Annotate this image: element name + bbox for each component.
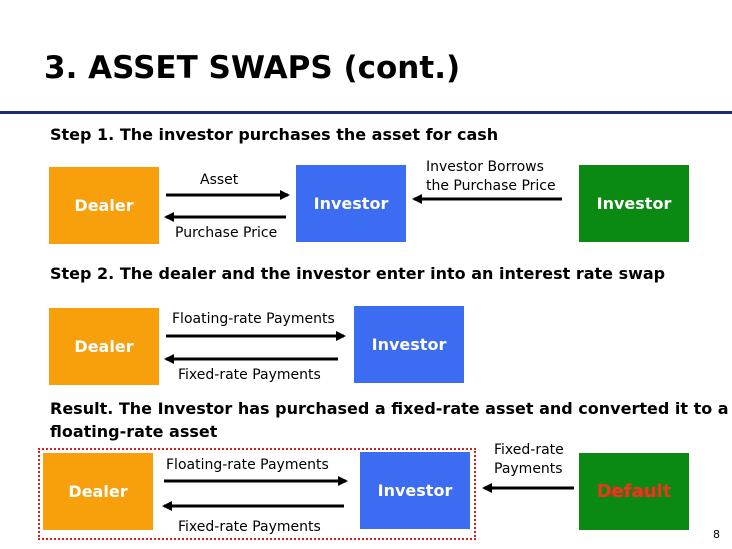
step2-floating-label: Floating-rate Payments xyxy=(172,311,335,327)
result-fixed-label: Fixed-rate Payments xyxy=(178,519,321,535)
step1-heading: Step 1. The investor purchases the asset… xyxy=(50,125,499,144)
step2-heading: Step 2. The dealer and the investor ente… xyxy=(50,264,666,283)
result-default-text: Default xyxy=(596,481,672,502)
page-number: 8 xyxy=(713,528,720,541)
result-right-label-1: Fixed-rate xyxy=(494,442,564,458)
step1-investor-box: Investor xyxy=(296,165,406,242)
step1-dealer-box: Dealer xyxy=(49,167,159,244)
slide-title: 3. ASSET SWAPS (cont.) xyxy=(44,50,461,86)
result-investor-box: Investor xyxy=(360,452,470,529)
title-divider xyxy=(0,111,732,114)
step1-borrow-label-1: Investor Borrows xyxy=(426,159,544,175)
step2-investor-box: Investor xyxy=(354,306,464,383)
result-asset-text: Asset xyxy=(609,482,659,501)
highlight-box xyxy=(38,448,476,540)
result-dealer-box: Dealer xyxy=(43,453,153,530)
result-counterparty-box: Asset Default xyxy=(579,453,689,530)
result-heading-line1: Result. The Investor has purchased a fix… xyxy=(50,399,729,418)
step2-fixed-label: Fixed-rate Payments xyxy=(178,367,321,383)
result-floating-label: Floating-rate Payments xyxy=(166,457,329,473)
step2-dealer-box: Dealer xyxy=(49,308,159,385)
step1-purchase-price-label: Purchase Price xyxy=(175,225,278,241)
step1-asset-label: Asset xyxy=(200,172,239,188)
step1-borrow-label-2: the Purchase Price xyxy=(426,178,556,194)
result-right-label-2: Payments xyxy=(494,461,563,477)
result-heading-line2: floating-rate asset xyxy=(50,422,218,441)
step1-counterparty-box: Investor xyxy=(579,165,689,242)
